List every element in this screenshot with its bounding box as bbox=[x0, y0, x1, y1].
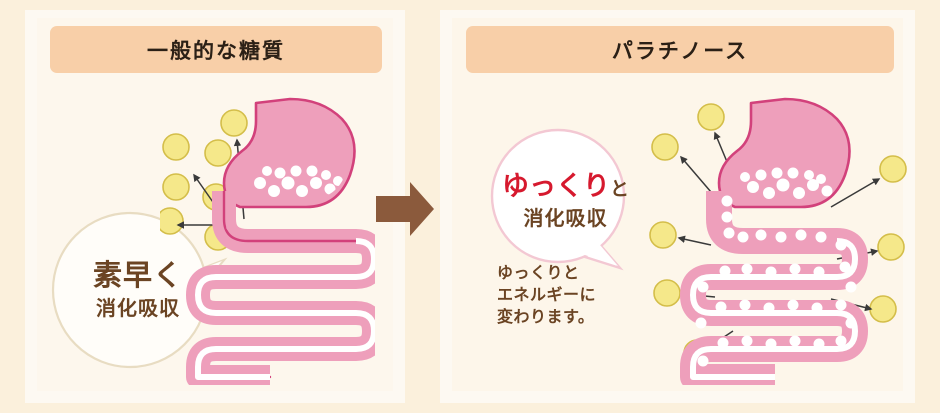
duodenum-left bbox=[212, 191, 356, 253]
panel-right-title: パラチノース bbox=[466, 26, 894, 73]
caption-slow-energy: ゆっくりと エネルギーに 変わります。 bbox=[497, 262, 647, 328]
caption-line-1: ゆっくりと bbox=[497, 263, 580, 282]
organ-diagram-left bbox=[160, 95, 375, 385]
energy-circle bbox=[869, 295, 897, 323]
intestine-coil-right bbox=[680, 228, 868, 385]
energy-circle bbox=[220, 109, 248, 137]
organ-diagram-right bbox=[625, 95, 910, 385]
panel-left-title: 一般的な糖質 bbox=[50, 26, 382, 73]
bubble-right-suffix: と bbox=[609, 178, 629, 200]
flow-arrow bbox=[374, 178, 436, 240]
energy-circle bbox=[697, 103, 725, 131]
bubble-slow-digestion: ゆっくりと 消化吸収 bbox=[478, 128, 653, 273]
energy-circle bbox=[160, 207, 184, 235]
intestine-coil-left bbox=[186, 229, 375, 385]
bubble-right-line1: ゆっくりと bbox=[478, 164, 653, 203]
sugar-particle-group-right bbox=[695, 167, 857, 367]
bubble-right-shape bbox=[490, 128, 626, 271]
caption-line-2: エネルギーに bbox=[497, 285, 597, 305]
energy-circle bbox=[162, 173, 190, 201]
bubble-right-highlight: ゆっくり bbox=[501, 171, 610, 202]
energy-circle bbox=[649, 221, 677, 249]
bubble-left-line2: 消化吸収 bbox=[96, 296, 180, 320]
caption-line-3: 変わります。 bbox=[497, 307, 595, 327]
energy-circle bbox=[879, 155, 907, 183]
energy-circle bbox=[877, 233, 905, 261]
bubble-right-line2: 消化吸収 bbox=[523, 206, 608, 230]
energy-circle bbox=[651, 133, 679, 161]
energy-circle bbox=[653, 279, 681, 307]
energy-circle bbox=[204, 139, 232, 167]
energy-circle bbox=[162, 133, 190, 161]
bubble-left-line1: 素早く bbox=[92, 258, 183, 292]
